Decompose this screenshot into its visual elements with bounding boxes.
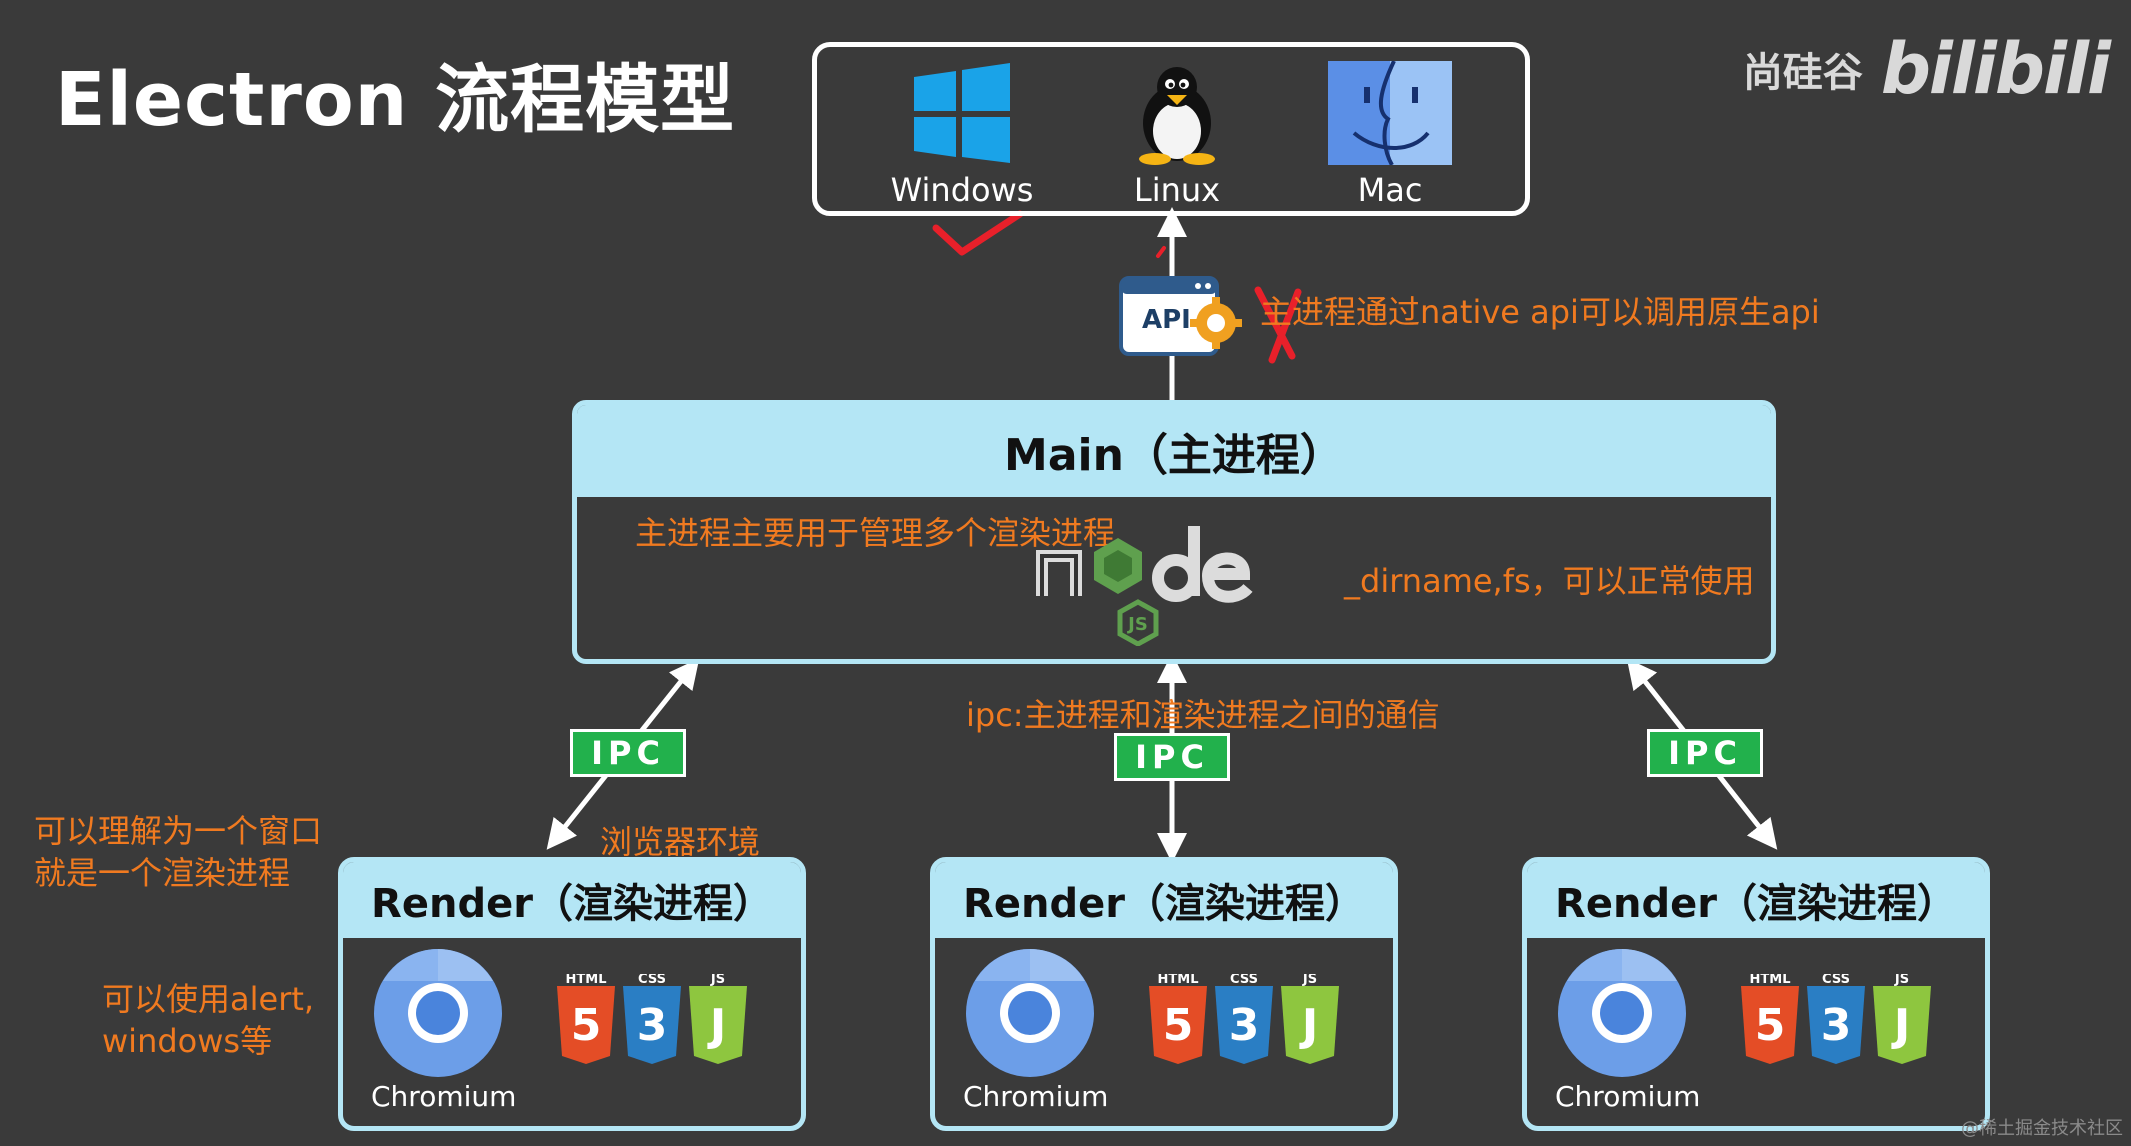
chromium-icon [374,949,502,1077]
os-linux: Linux [1082,61,1272,209]
html-badge-label: HTML [1158,974,1199,987]
note-node-usage: _dirname,fs，可以正常使用 [1344,562,1755,600]
note-alert-line1: 可以使用alert, [102,980,315,1018]
api-icon: API [1118,275,1242,365]
svg-text:5: 5 [571,1000,602,1051]
note-main-manage: 主进程主要用于管理多个渲染进程 [635,514,1116,552]
html-css-js-icon: 5 HTML 3 CSS J JS [557,974,747,1064]
mac-finder-icon [1328,61,1452,165]
render-process-box-1: Render（渲染进程） Chromium 5 HTML 3 CSS J JS [338,857,806,1131]
brand-name: 尚硅谷 [1742,50,1863,96]
os-label-windows: Windows [890,171,1034,209]
red-cross [1254,286,1296,360]
note-window-line2: 就是一个渲染进程 [34,854,291,892]
chromium-icon [966,949,1094,1077]
html-css-js-icon: 5 HTML 3 CSS J JS [1741,974,1931,1064]
main-process-box: Main（主进程） [572,400,1776,664]
brand-logo: 尚硅谷 bilibili [1742,28,2111,110]
chromium-label-2: Chromium [963,1080,1109,1113]
chromium-icon [1558,949,1686,1077]
red-cross-stroke [1268,288,1302,364]
chromium-label-3: Chromium [1555,1080,1701,1113]
css-badge-label: CSS [1230,974,1258,987]
note-ipc-desc: ipc:主进程和渲染进程之间的通信 [966,696,1440,734]
note-browser-env: 浏览器环境 [600,823,761,861]
html-badge-label: HTML [566,974,607,987]
windows-logo-icon [914,63,1010,163]
ipc-badge-right: IPC [1647,729,1763,777]
js-badge-label: JS [710,974,725,987]
js-badge-label: JS [1302,974,1317,987]
render-title-3: Render（渲染进程） [1527,862,1985,938]
css-badge-label: CSS [638,974,666,987]
tux-penguin-icon [1139,67,1215,165]
css-badge-label: CSS [1822,974,1850,987]
note-alert-line2: windows等 [102,1022,273,1060]
render-process-box-2: Render（渲染进程） Chromium 5 HTML 3 CSS J JS [930,857,1398,1131]
svg-text:3: 3 [1821,1000,1852,1051]
ipc-badge-center: IPC [1114,733,1230,781]
render-title-2: Render（渲染进程） [935,862,1393,938]
note-window-line1: 可以理解为一个窗口 [34,812,323,850]
svg-text:3: 3 [637,1000,668,1051]
page-title: Electron 流程模型 [55,57,736,143]
red-mark-small [1156,246,1166,258]
bilibili-logo: bilibili [1880,28,2111,110]
os-platforms-box: Windows Linux Mac [812,42,1530,216]
nodejs-logo-icon: JS [1036,526,1253,646]
svg-text:JS: JS [1126,614,1148,635]
os-windows: Windows [867,61,1057,209]
svg-text:J: J [1299,1000,1318,1051]
note-native-api: 主进程通过native api可以调用原生api [1260,293,1820,331]
main-process-title: Main（主进程） [577,405,1771,497]
svg-text:J: J [1891,1000,1910,1051]
render-process-box-3: Render（渲染进程） Chromium 5 HTML 3 CSS J JS [1522,857,1990,1131]
red-checkmark [932,210,1024,256]
os-label-mac: Mac [1357,171,1423,209]
os-mac: Mac [1295,61,1485,209]
html-badge-label: HTML [1750,974,1791,987]
html-css-js-icon: 5 HTML 3 CSS J JS [1149,974,1339,1064]
js-badge-label: JS [1894,974,1909,987]
chromium-label-1: Chromium [371,1080,517,1113]
render-title-1: Render（渲染进程） [343,862,801,938]
svg-text:J: J [707,1000,726,1051]
watermark: @稀土掘金技术社区 [1961,1118,2123,1139]
api-label: API [1142,305,1191,335]
os-label-linux: Linux [1133,171,1221,209]
svg-text:5: 5 [1755,1000,1786,1051]
svg-text:3: 3 [1229,1000,1260,1051]
svg-text:5: 5 [1163,1000,1194,1051]
ipc-badge-left: IPC [570,729,686,777]
